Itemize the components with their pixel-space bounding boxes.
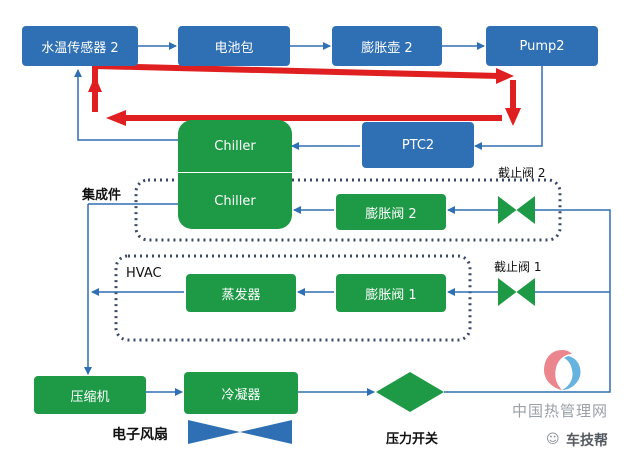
chiller-top-node: Chiller bbox=[178, 120, 292, 172]
water-temp-sensor-node: 水温传感器 2 bbox=[22, 26, 138, 66]
shutoff-valve-2-label: 截止阀 2 bbox=[498, 166, 546, 180]
red-flow-top bbox=[92, 63, 501, 112]
connector-pump-ptc bbox=[474, 66, 543, 150]
hvac-label: HVAC bbox=[126, 266, 162, 281]
battery-pack-node: 电池包 bbox=[178, 26, 290, 66]
pressure-switch-symbol bbox=[376, 372, 444, 412]
hvac-box bbox=[114, 254, 472, 342]
site-logo-icon bbox=[544, 350, 581, 390]
red-flow-top-head-right bbox=[496, 68, 514, 84]
expansion-valve-1-node: 膨胀阀 1 bbox=[336, 274, 446, 312]
red-flow-bottom-head bbox=[106, 110, 126, 126]
pump-node: Pump2 bbox=[486, 26, 598, 66]
integrated-module-box bbox=[134, 178, 562, 242]
evaporator-node: 蒸发器 bbox=[186, 274, 296, 312]
connector-chiller-sensor bbox=[74, 69, 178, 141]
expansion-valve-2-node: 膨胀阀 2 bbox=[336, 194, 446, 230]
connector-pressure-switch-return bbox=[444, 209, 611, 393]
pressure-switch-label: 压力开关 bbox=[386, 432, 439, 447]
electronic-fan-symbol bbox=[188, 420, 292, 444]
red-flow-right-head bbox=[505, 108, 521, 126]
wechat-icon: ☺ bbox=[546, 432, 560, 447]
chiller-bottom-node: Chiller bbox=[178, 173, 292, 229]
electronic-fan-label: 电子风扇 bbox=[112, 427, 168, 443]
shutoff-valve-1-label: 截止阀 1 bbox=[494, 260, 542, 274]
shutoff-valve-1-symbol bbox=[498, 278, 535, 306]
watermark-account-text: 车技帮 bbox=[566, 433, 608, 449]
shutoff-valve-2-symbol bbox=[498, 196, 535, 224]
watermark-site-text: 中国热管理网 bbox=[512, 402, 609, 420]
expansion-tank-node: 膨胀壶 2 bbox=[332, 26, 442, 66]
red-flow-top-head-up bbox=[88, 76, 102, 92]
condenser-node: 冷凝器 bbox=[184, 372, 298, 414]
integrated-module-label: 集成件 bbox=[82, 188, 122, 203]
ptc-node: PTC2 bbox=[362, 122, 474, 168]
compressor-node: 压缩机 bbox=[34, 376, 146, 414]
